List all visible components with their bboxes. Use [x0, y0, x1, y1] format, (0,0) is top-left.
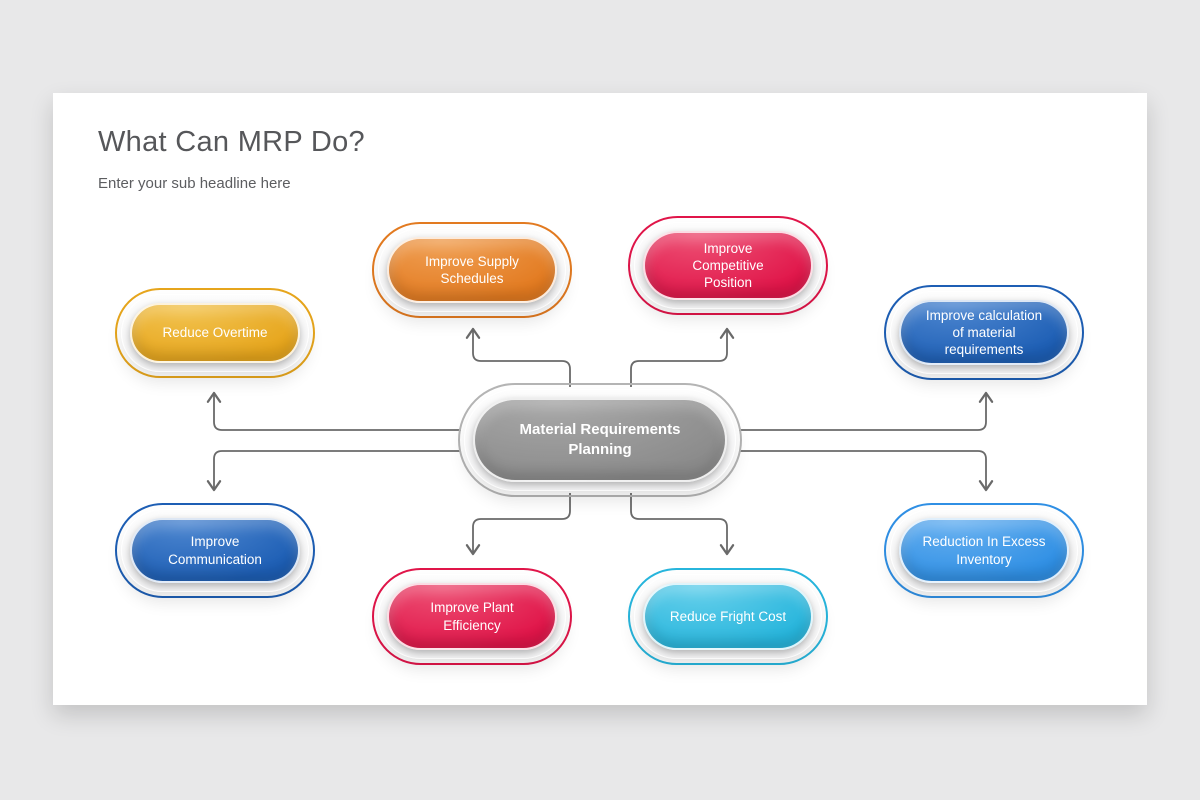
node-improve-calculation-of-material-requirements: Improve calculation of material requirem…: [884, 285, 1084, 380]
page-subtitle: Enter your sub headline here: [98, 175, 291, 192]
node-pill: Improve Communication: [130, 518, 300, 583]
node-label: Improve Competitive Position: [692, 240, 764, 291]
node-label: Improve Plant Efficiency: [430, 600, 514, 633]
node-pill: Reduce Fright Cost: [643, 583, 813, 650]
node-reduce-fright-cost: Reduce Fright Cost: [628, 568, 828, 665]
node-label: Material Requirements Planning: [519, 420, 681, 458]
node-label: Reduce Overtime: [162, 325, 268, 341]
page-title: What Can MRP Do?: [98, 126, 365, 158]
node-pill: Improve Plant Efficiency: [387, 583, 557, 650]
node-pill: Improve Supply Schedules: [387, 237, 557, 303]
node-outer-ring: [458, 383, 742, 497]
connector-center-to-excess-inventory: [739, 450, 994, 492]
node-outer-ring: [372, 222, 572, 318]
node-pill: Reduction In Excess Inventory: [899, 518, 1069, 583]
connector-center-to-improve-calculation: [739, 391, 994, 431]
node-pill: Material Requirements Planning: [473, 398, 727, 482]
node-improve-supply-schedules: Improve Supply Schedules: [372, 222, 572, 318]
node-outer-ring: [115, 288, 315, 378]
node-outer-ring: [372, 568, 572, 665]
connector-center-to-improve-communication: [206, 450, 461, 492]
node-pill: Improve calculation of material requirem…: [899, 300, 1069, 365]
node-material-requirements-planning: Material Requirements Planning: [458, 383, 742, 497]
node-improve-competitive-position: Improve Competitive Position: [628, 216, 828, 315]
node-outer-ring: [628, 568, 828, 665]
connector-center-to-competitive-position: [630, 327, 735, 387]
connector-center-to-plant-efficiency: [465, 493, 571, 556]
node-label: Reduce Fright Cost: [669, 608, 787, 624]
connector-center-to-reduce-overtime: [206, 391, 461, 431]
node-outer-ring: [115, 503, 315, 598]
node-outer-ring: [884, 285, 1084, 380]
node-label: Improve calculation of material requirem…: [925, 307, 1043, 358]
node-pill: Reduce Overtime: [130, 303, 300, 363]
connector-center-to-fright-cost: [630, 493, 735, 556]
node-improve-plant-efficiency: Improve Plant Efficiency: [372, 568, 572, 665]
node-label: Reduction In Excess Inventory: [922, 534, 1046, 567]
node-outer-ring: [628, 216, 828, 315]
connector-center-to-supply-schedules: [465, 327, 571, 387]
node-outer-ring: [884, 503, 1084, 598]
node-label: Improve Supply Schedules: [425, 253, 519, 286]
node-pill: Improve Competitive Position: [643, 231, 813, 300]
node-improve-communication: Improve Communication: [115, 503, 315, 598]
node-reduce-overtime: Reduce Overtime: [115, 288, 315, 378]
node-label: Improve Communication: [168, 534, 262, 567]
node-reduction-in-excess-inventory: Reduction In Excess Inventory: [884, 503, 1084, 598]
